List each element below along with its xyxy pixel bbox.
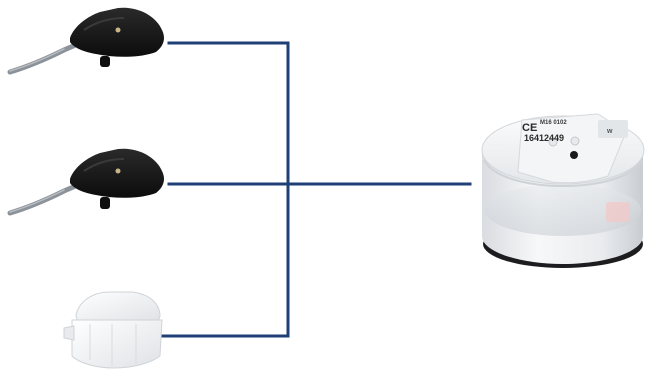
sensor-mount-foot [100,197,110,209]
white-cap-body [72,320,162,368]
wire-top-sensor [169,43,288,336]
white-cap-top [76,292,160,322]
connector-lines [163,43,470,336]
white-cap-tab [64,326,74,340]
receiver-serial: 16412449 [524,133,564,143]
receiver-screw-right [571,137,579,145]
sensor-mount-foot [100,56,110,67]
black-sensor-middle [10,149,164,213]
receiver-side-plate [598,120,628,138]
black-sensor-top [10,8,164,72]
receiver-side-mark: w [606,128,613,135]
receiver-led [570,151,578,159]
sensor-led-dot [116,169,121,174]
white-sensor-cap [64,292,162,368]
receiver-model: M16 0102 [540,120,567,126]
receiver-red-window [606,202,630,222]
round-receiver-unit: CE M16 0102 16412449 w [482,114,644,268]
sensor-led-dot [116,28,121,33]
